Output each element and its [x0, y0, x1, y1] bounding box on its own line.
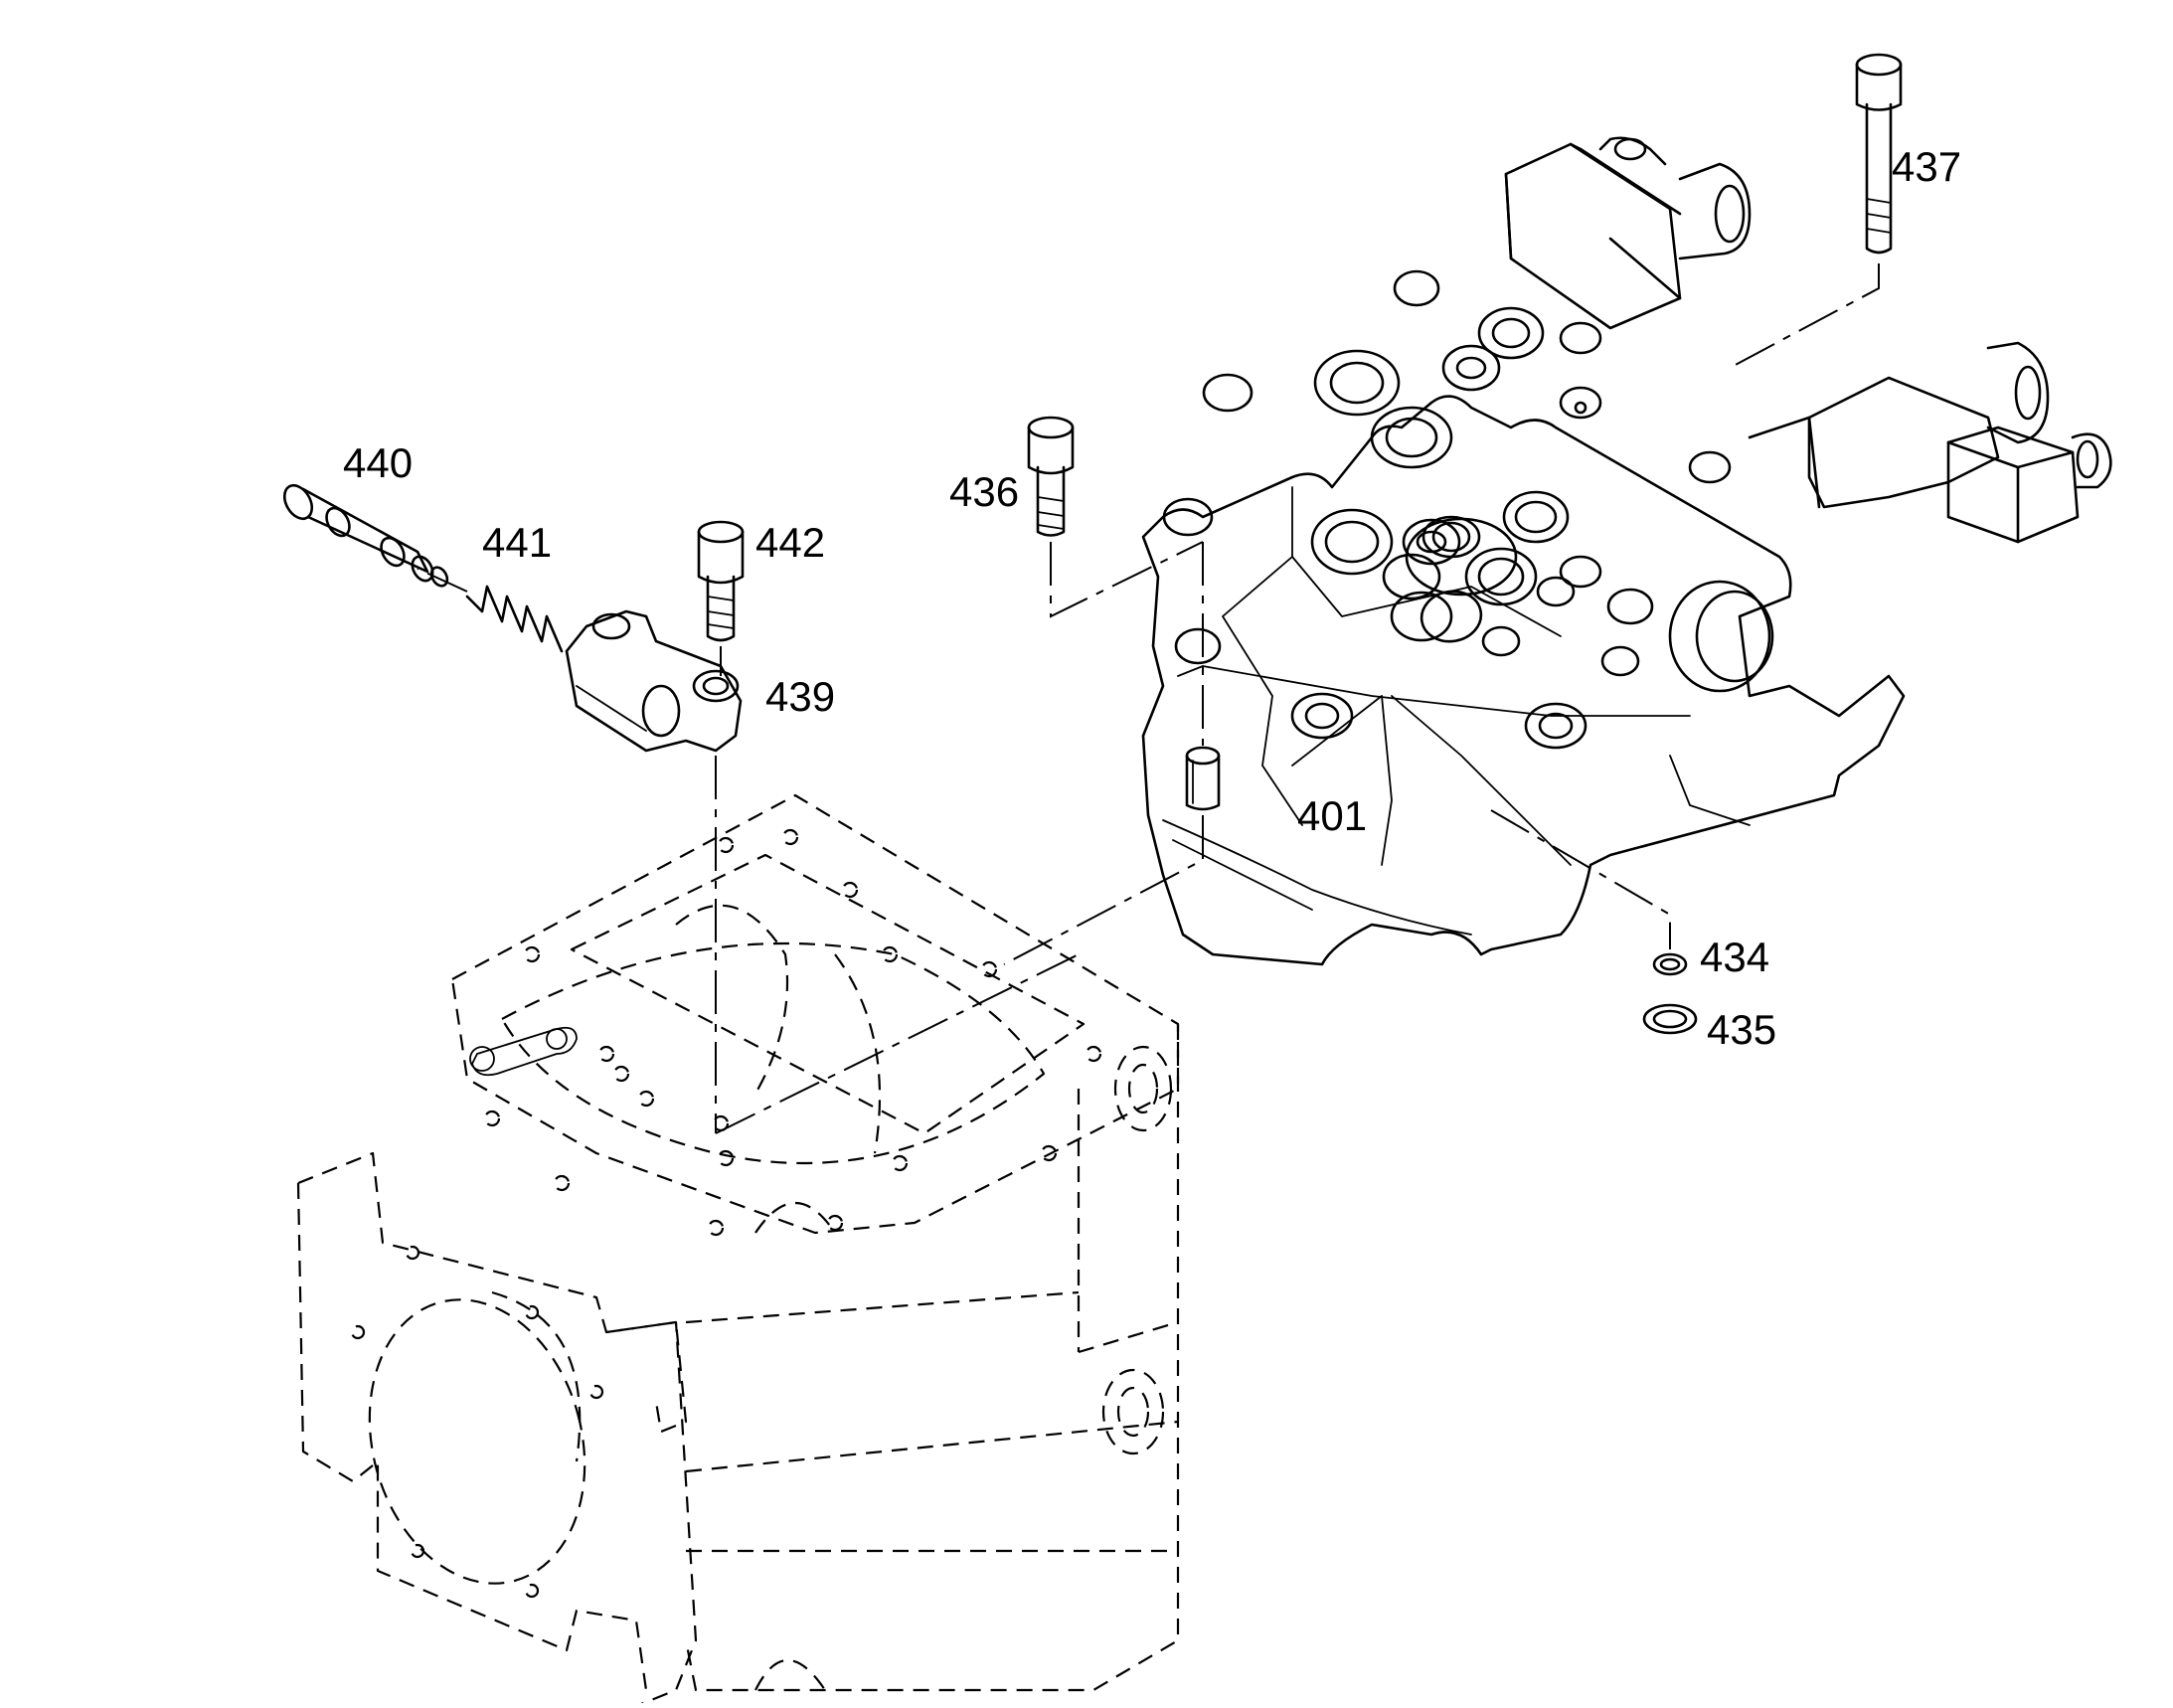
- spool-440: [282, 483, 449, 588]
- spring-441: [465, 585, 564, 653]
- o-ring-434: [1652, 952, 1688, 976]
- part-label-441: 441: [482, 519, 553, 566]
- part-label-436: 436: [949, 468, 1020, 515]
- part-label-435: 435: [1707, 1006, 1777, 1053]
- transmission-housing: [296, 793, 1180, 1708]
- part-label-442: 442: [755, 519, 826, 566]
- part-label-439: 439: [765, 673, 836, 720]
- part-label-437: 437: [1892, 143, 1962, 190]
- dowel-pin: [1185, 746, 1221, 811]
- bolt-437: [1855, 53, 1903, 255]
- valve-body-439: [565, 609, 743, 753]
- control-valve-cover-401: [1141, 136, 2112, 966]
- bolt-436: [1027, 416, 1075, 537]
- part-label-434: 434: [1700, 934, 1770, 980]
- bolt-442: [697, 520, 745, 642]
- part-label-440: 440: [343, 439, 414, 486]
- washer-435: [1642, 1003, 1698, 1035]
- part-label-401: 401: [1297, 792, 1368, 839]
- assembly-leader-lines: [417, 263, 1880, 1134]
